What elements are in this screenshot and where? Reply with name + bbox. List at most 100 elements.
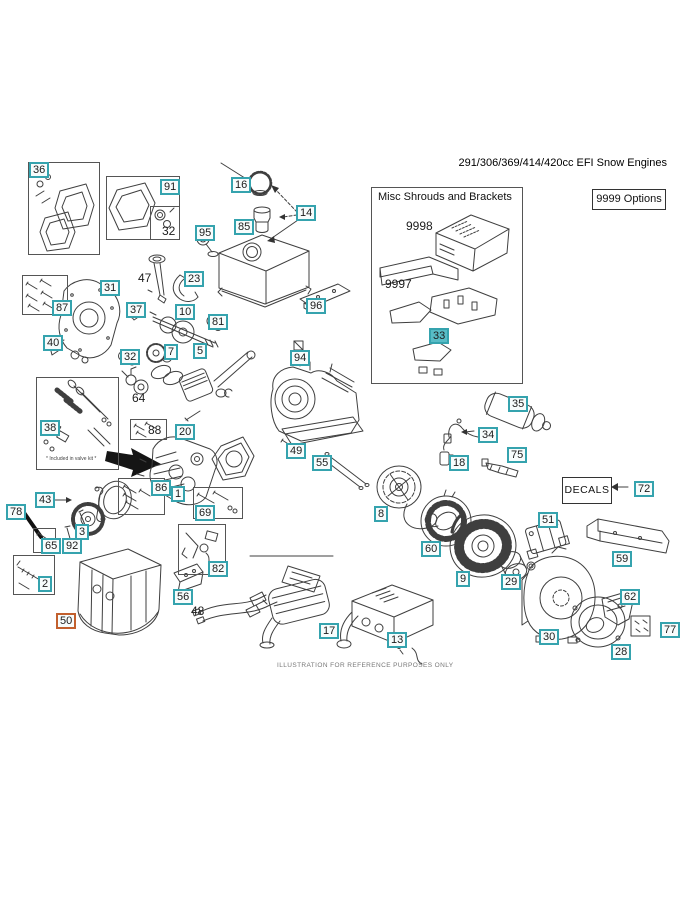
callout-92[interactable]: 92 (62, 538, 83, 554)
crankshaft-10-drawing (149, 311, 219, 348)
piston-rod-5-drawing (150, 350, 256, 402)
callout-96[interactable]: 96 (306, 298, 327, 314)
callout-5[interactable]: 5 (193, 343, 208, 359)
callout-72[interactable]: 72 (634, 481, 655, 497)
callout-35[interactable]: 35 (508, 396, 529, 412)
callout-1[interactable]: 1 (171, 486, 186, 502)
callout-51[interactable]: 51 (538, 512, 559, 528)
callout-91[interactable]: 91 (160, 179, 181, 195)
pulley-8-drawing (376, 465, 422, 509)
flywheel-9-drawing (449, 512, 517, 578)
callout-86[interactable]: 86 (151, 480, 172, 496)
heat-shield-56-drawing (173, 563, 204, 593)
callout-14[interactable]: 14 (296, 205, 317, 221)
callout-9998: 9998 (406, 219, 433, 233)
callout-8[interactable]: 8 (374, 506, 389, 522)
callout-38[interactable]: 38 (40, 420, 61, 436)
bolts-69-drawing (196, 490, 238, 514)
fuel-tank-drawing (217, 234, 312, 308)
engine-block-94-drawing (270, 340, 364, 446)
callout-87[interactable]: 87 (52, 300, 73, 316)
page-title: 291/306/369/414/420cc EFI Snow Engines (458, 157, 667, 169)
group-box (130, 419, 167, 440)
leader-lines-drawing (52, 185, 629, 557)
misc-box-title: Misc Shrouds and Brackets (378, 191, 512, 203)
callout-34[interactable]: 34 (478, 427, 499, 443)
bracket-59-drawing (586, 518, 670, 554)
callout-9997: 9997 (385, 277, 412, 291)
recoil-starter-28-drawing (570, 596, 626, 648)
group-box (178, 524, 226, 575)
group-box (193, 487, 243, 519)
callout-47: 47 (138, 271, 152, 285)
choke-parts-82-drawing (181, 530, 219, 568)
bolts-49-drawing (280, 438, 299, 452)
bolt-2-drawing (16, 560, 46, 590)
callout-20[interactable]: 20 (175, 424, 196, 440)
bracket-75-drawing (481, 458, 519, 478)
callout-78[interactable]: 78 (6, 504, 27, 520)
callout-9[interactable]: 9 (456, 571, 471, 587)
callout-62[interactable]: 62 (620, 589, 641, 605)
oil-sump-50-drawing (77, 548, 162, 636)
callout-49[interactable]: 49 (286, 443, 307, 459)
cables-48-drawing (191, 594, 278, 625)
callout-13[interactable]: 13 (387, 632, 408, 648)
callout-50[interactable]: 50 (56, 613, 77, 629)
misc-bracket-9997-drawing (379, 256, 459, 286)
callout-59[interactable]: 59 (612, 551, 633, 567)
callout-82[interactable]: 82 (208, 561, 229, 577)
callout-60[interactable]: 60 (421, 541, 442, 557)
callout-18[interactable]: 18 (449, 455, 470, 471)
callout-28[interactable]: 28 (611, 644, 632, 660)
callout-88: 88 (148, 423, 162, 437)
callout-31[interactable]: 31 (100, 280, 121, 296)
options-box[interactable]: 9999 Options (592, 189, 666, 210)
callout-7[interactable]: 7 (164, 344, 179, 360)
valve-kit-note: * Included in valve kit * (46, 456, 97, 462)
group-box (22, 275, 68, 315)
callout-55[interactable]: 55 (312, 455, 333, 471)
callout-75[interactable]: 75 (507, 447, 528, 463)
callout-32: 32 (162, 224, 176, 238)
callout-65[interactable]: 65 (41, 538, 62, 554)
group-box (13, 555, 55, 595)
decals-box[interactable]: DECALS (562, 477, 612, 504)
callout-40[interactable]: 40 (43, 335, 64, 351)
callout-23[interactable]: 23 (184, 271, 205, 287)
callout-94[interactable]: 94 (290, 350, 311, 366)
callout-2[interactable]: 2 (38, 576, 53, 592)
callout-64: 64 (132, 391, 146, 405)
callout-16[interactable]: 16 (231, 177, 252, 193)
callout-10[interactable]: 10 (175, 304, 196, 320)
callout-32[interactable]: 32 (120, 349, 141, 365)
callout-37[interactable]: 37 (126, 302, 147, 318)
misc-shroud-9998-drawing (435, 214, 510, 272)
decal-sheet-77-drawing (630, 615, 651, 637)
callout-33[interactable]: 33 (429, 328, 450, 344)
head-gasket-20-drawing (184, 410, 255, 481)
small-screws-drawing (36, 509, 86, 543)
bolts-88-drawing (133, 421, 156, 438)
fuel-pump-13-drawing (336, 584, 434, 665)
callout-36[interactable]: 36 (29, 162, 50, 178)
starter-cable-34-drawing (443, 418, 479, 444)
reference-note: ILLUSTRATION FOR REFERENCE PURPOSES ONLY (277, 662, 454, 669)
callout-81[interactable]: 81 (208, 314, 229, 330)
callout-43[interactable]: 43 (35, 492, 56, 508)
callout-69[interactable]: 69 (195, 505, 216, 521)
callout-29[interactable]: 29 (501, 574, 522, 590)
callout-56[interactable]: 56 (173, 589, 194, 605)
callout-17[interactable]: 17 (319, 623, 340, 639)
group-box (150, 206, 180, 240)
valve-cover-gasket-91-drawing (108, 182, 175, 231)
callout-30[interactable]: 30 (539, 629, 560, 645)
group-box (28, 162, 100, 255)
group-box (36, 377, 119, 470)
callout-77[interactable]: 77 (660, 622, 681, 638)
callout-85[interactable]: 85 (234, 219, 255, 235)
callout-95[interactable]: 95 (195, 225, 216, 241)
valve-kit-38-drawing (43, 379, 112, 452)
